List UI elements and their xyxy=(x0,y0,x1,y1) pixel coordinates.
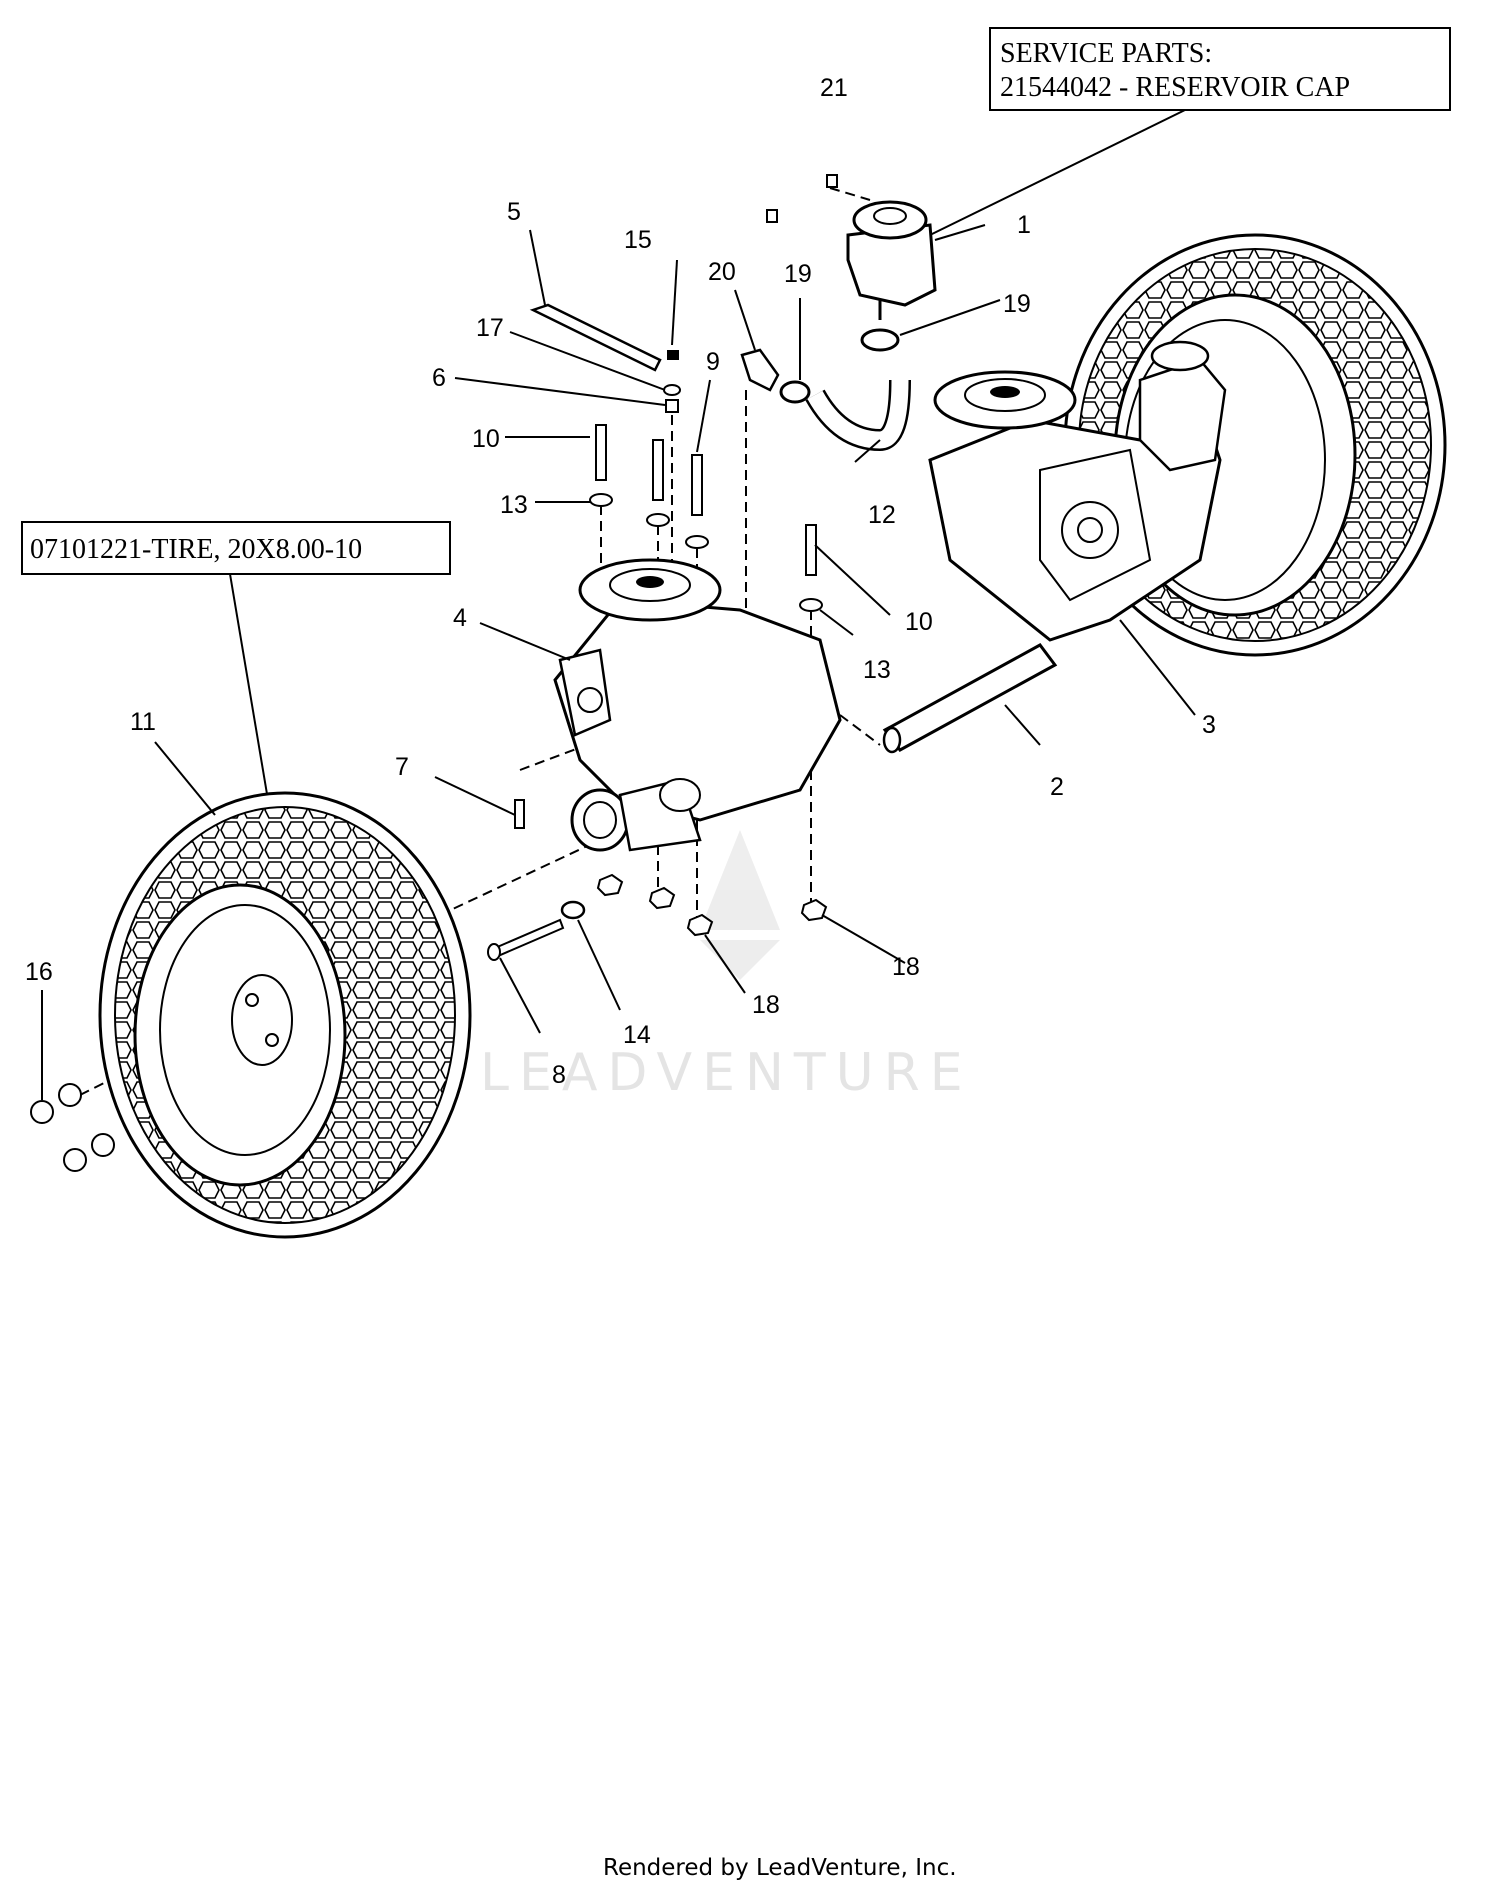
callout-3: 3 xyxy=(1202,711,1216,739)
callout-6: 6 xyxy=(432,364,446,392)
bolt-10-middle xyxy=(652,439,664,501)
bolt-10-left xyxy=(595,424,607,481)
bolt-9 xyxy=(691,454,703,516)
washer-13-right xyxy=(799,598,823,612)
washer-13-small xyxy=(685,535,709,549)
lug-nuts xyxy=(30,1083,115,1172)
callout-5: 5 xyxy=(507,198,521,226)
callout-4: 4 xyxy=(453,604,467,632)
service-parts-line2: 21544042 - RESERVOIR CAP xyxy=(1000,72,1350,103)
callout-15: 15 xyxy=(624,226,652,254)
footer-credit: Rendered by LeadVenture, Inc. xyxy=(603,1855,957,1881)
callout-13-left: 13 xyxy=(500,491,528,519)
right-transaxle xyxy=(928,340,1227,642)
nut-bottom-middle xyxy=(648,886,676,910)
callout-labels: 1 2 3 4 5 6 7 8 9 10 10 11 12 13 13 14 1… xyxy=(25,74,1216,1089)
callout-19-right: 19 xyxy=(1003,290,1031,318)
watermark-text: LEADVENTURE xyxy=(480,1043,973,1103)
callout-16: 16 xyxy=(25,958,53,986)
axle-rod xyxy=(882,643,1058,754)
bolt-10-right xyxy=(805,524,817,576)
callout-21: 21 xyxy=(820,74,848,102)
callout-19-upper: 19 xyxy=(784,260,812,288)
callout-7: 7 xyxy=(395,753,409,781)
bypass-rod xyxy=(529,303,662,372)
callout-10-left: 10 xyxy=(472,425,500,453)
screw-21 xyxy=(826,174,838,188)
bolt-7 xyxy=(514,799,525,829)
callout-17: 17 xyxy=(476,314,504,342)
callout-11: 11 xyxy=(130,708,156,736)
callout-8: 8 xyxy=(552,1061,566,1089)
callout-13-right: 13 xyxy=(863,656,891,684)
watermark-logo xyxy=(700,830,780,980)
callout-12: 12 xyxy=(868,501,896,529)
screw-small xyxy=(766,209,778,223)
left-tire xyxy=(98,791,472,1239)
callout-18-left: 18 xyxy=(752,991,780,1019)
hose-clamp-upper xyxy=(860,328,900,352)
nut-15 xyxy=(667,350,679,360)
nut-18-right xyxy=(800,898,828,922)
washer-14 xyxy=(560,900,586,920)
bolt-8 xyxy=(493,918,565,958)
washer-17 xyxy=(663,384,681,396)
service-parts-line1: SERVICE PARTS: xyxy=(1000,38,1212,69)
tire-box: 07101221-TIRE, 20X8.00-10 xyxy=(21,521,451,801)
hose-clamp-lower xyxy=(779,380,811,404)
callout-20: 20 xyxy=(708,258,736,286)
service-parts-box: SERVICE PARTS: 21544042 - RESERVOIR CAP xyxy=(929,27,1451,236)
hose xyxy=(805,379,911,452)
spacer-6 xyxy=(665,399,679,413)
left-transaxle xyxy=(553,558,842,852)
callout-2: 2 xyxy=(1050,773,1064,801)
callout-18-right: 18 xyxy=(892,953,920,981)
leader-lines xyxy=(41,224,1196,1100)
washer-13-middle xyxy=(646,513,670,527)
callout-10-right: 10 xyxy=(905,608,933,636)
washer-13-left xyxy=(589,493,613,507)
elbow-fitting xyxy=(740,348,780,392)
callout-9: 9 xyxy=(706,348,720,376)
nut-18-left xyxy=(686,913,714,937)
tire-box-text: 07101221-TIRE, 20X8.00-10 xyxy=(30,534,362,565)
callout-1: 1 xyxy=(1017,211,1031,239)
callout-14: 14 xyxy=(623,1021,651,1049)
nut-bottom-left xyxy=(596,873,624,897)
reservoir xyxy=(846,200,937,320)
